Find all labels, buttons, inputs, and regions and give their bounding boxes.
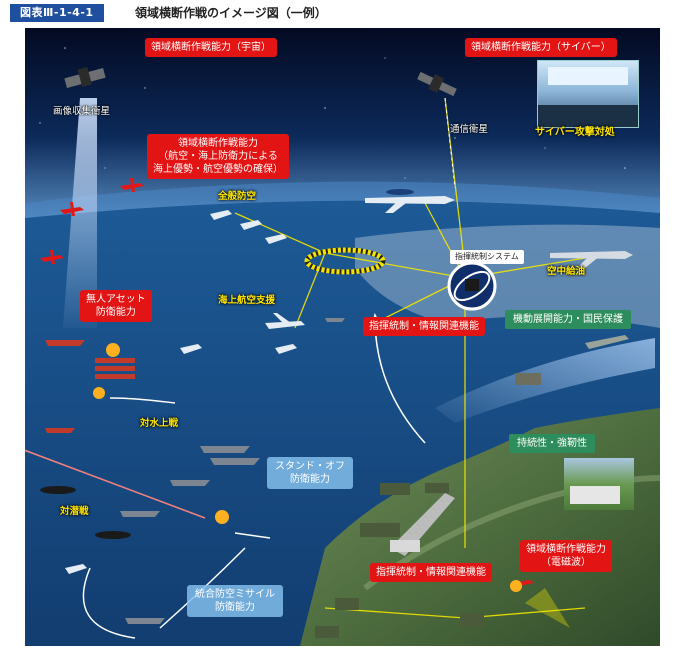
ground-units — [315, 373, 541, 638]
c2-system-emblem — [447, 261, 497, 311]
ew-emission — [525, 588, 570, 628]
c2-system-label: 指揮統制システム — [450, 250, 524, 264]
em-capability-box: 領域横断作戦能力 （電磁波） — [520, 540, 612, 572]
imaging-beam — [63, 98, 97, 328]
anti-surface-label: 対水上戦 — [140, 418, 179, 429]
cross-domain-operations-illustration: 領域横断作戦能力（宇宙） 領域横断作戦能力（サイバー） 画像収集衛星 通信衛星 … — [25, 28, 660, 646]
iamd-line2: 防衛能力 — [215, 602, 255, 613]
unmanned-defense-line1: 無人アセット — [86, 294, 146, 305]
cyber-operations-photo — [537, 60, 639, 128]
anti-submarine-label: 対潜戦 — [60, 506, 89, 517]
figure-title: 領域横断作戦のイメージ図（一例） — [135, 6, 327, 20]
unmanned-defense-line2: 防衛能力 — [95, 307, 136, 318]
incoming-threat-line — [25, 449, 206, 519]
unmanned-defense-box: 無人アセット 防衛能力 — [80, 290, 152, 322]
clouds — [355, 224, 660, 328]
network-links — [234, 97, 586, 619]
c2-intel-lower-box: 指揮統制・情報関連機能 — [370, 563, 492, 582]
stars — [39, 47, 626, 179]
standoff-line2: 防衛能力 — [290, 474, 330, 485]
cross-domain-air-sea-box: 領域横断作戦能力 （航空・海上防衛力による 海上優勢・航空優勢の確保） — [147, 134, 289, 179]
c2-intel-upper-box: 指揮統制・情報関連機能 — [363, 317, 485, 336]
em-capability-line2: （電磁波） — [541, 557, 591, 568]
figure-header: 図表Ⅲ-1-4-1 領域横断作戦のイメージ図（一例） — [0, 0, 679, 26]
explosions — [93, 343, 522, 592]
mobile-deploy-box: 機動展開能力・国民保護 — [505, 310, 631, 329]
aerial-refueling-label: 空中給油 — [547, 266, 586, 277]
hardened-facility-photo — [564, 458, 634, 510]
datalink-ring — [304, 247, 386, 275]
trajectory-arrows — [82, 312, 426, 639]
cross-domain-air-sea-line1: 領域横断作戦能力 — [178, 138, 258, 149]
air-defense-all-label: 全般防空 — [218, 191, 257, 202]
cross-domain-air-sea-line2: （航空・海上防衛力による — [158, 151, 278, 162]
cyber-capability-box: 領域横断作戦能力（サイバー） — [465, 38, 617, 57]
imaging-satellite-label: 画像収集衛星 — [53, 106, 111, 117]
comm-satellite-label: 通信衛星 — [450, 124, 489, 135]
iamd-line1: 統合防空ミサイル — [195, 589, 275, 600]
cross-domain-air-sea-line3: 海上優勢・航空優勢の確保） — [153, 164, 283, 175]
mobility-beam — [435, 338, 655, 423]
aircraft — [65, 189, 633, 574]
cyber-response-label: サイバー攻撃対処 — [535, 127, 615, 138]
comm-satellite-graphic — [417, 71, 457, 97]
ships — [45, 318, 345, 624]
iamd-box: 統合防空ミサイル 防衛能力 — [187, 585, 283, 617]
space-capability-box: 領域横断作戦能力（宇宙） — [145, 38, 277, 57]
imaging-satellite-graphic — [64, 67, 106, 89]
standoff-box: スタンド・オフ 防衛能力 — [267, 457, 353, 489]
standoff-line1: スタンド・オフ — [275, 461, 345, 472]
figure-number-tag: 図表Ⅲ-1-4-1 — [10, 4, 104, 22]
submarines — [40, 486, 131, 539]
sustainability-box: 持続性・強靭性 — [509, 434, 595, 453]
maritime-air-support-label: 海上航空支援 — [218, 295, 276, 306]
em-capability-line1: 領域横断作戦能力 — [526, 544, 606, 555]
